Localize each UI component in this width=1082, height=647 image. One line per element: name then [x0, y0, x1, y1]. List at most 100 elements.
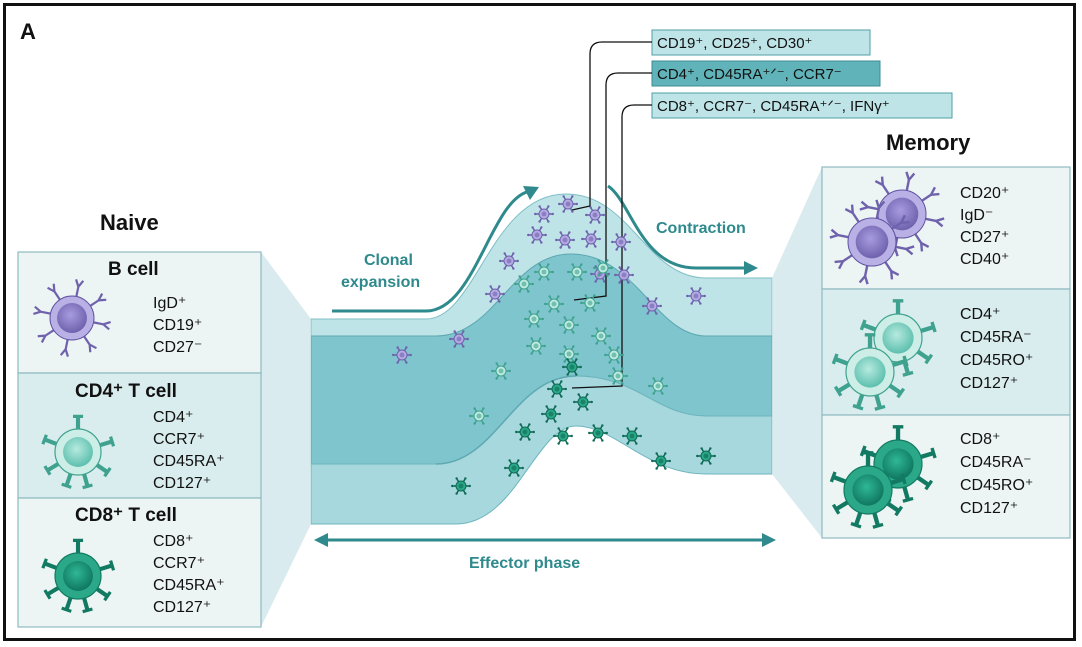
effector-marker-boxes: CD19⁺, CD25⁺, CD30⁺ CD4⁺, CD45RA⁺ᐟ⁻, CCR… — [651, 29, 953, 119]
marker-text: CD45RA⁻ — [960, 454, 1032, 471]
marker-text: CCR7⁺ — [153, 555, 205, 572]
marker-text: CD45RA⁺ — [153, 453, 225, 470]
marker-text: CD45RO⁺ — [960, 477, 1033, 494]
memory-b-cell-icon — [859, 171, 945, 257]
naive-b-markers: IgD⁺ CD19⁺ CD27⁻ — [153, 295, 202, 356]
effector-b-cell-icon — [558, 195, 578, 213]
effector-cd8-cell-icon — [541, 405, 561, 423]
effector-cd4-cell-icon — [580, 294, 600, 312]
effector-cd4-cell-icon — [544, 295, 564, 313]
effector-cd8-cell-icon — [562, 358, 582, 376]
memory-cd4-markers: CD4⁺ CD45RA⁻ CD45RO⁺ CD127⁺ — [960, 306, 1033, 392]
effector-b-cell-icon — [555, 231, 575, 249]
marker-text: CD40⁺ — [960, 251, 1009, 268]
cells-layer — [33, 171, 945, 614]
memory-cd4-cell-icon — [831, 333, 909, 411]
marker-text: CD4⁺ — [153, 409, 193, 426]
effector-cd4-cell-icon — [469, 407, 489, 425]
memory-cd8-cell-icon — [829, 451, 907, 529]
naive-cd8-markers: CD8⁺ CCR7⁺ CD45RA⁺ CD127⁺ — [153, 533, 225, 616]
effector-cd4-cell-icon — [608, 367, 628, 385]
effector-cd4-cell-icon — [514, 275, 534, 293]
effector-b-cell-icon — [485, 285, 505, 303]
effector-b-cell-icon — [585, 206, 605, 224]
marker-text: CD8⁺ — [153, 533, 193, 550]
effector-cd8-cell-icon — [515, 423, 535, 441]
marker-text: CD45RA⁺ — [153, 577, 225, 594]
effector-cd8-cell-icon — [451, 477, 471, 495]
marker-text: CD127⁺ — [960, 375, 1018, 392]
marker-text: CD27⁻ — [153, 339, 202, 356]
naive-cd4-cell-icon — [41, 414, 116, 490]
marker-text: CCR7⁺ — [153, 431, 205, 448]
marker-text: CD127⁺ — [153, 475, 211, 492]
clonal-label-line2: expansion — [341, 274, 420, 291]
phase-arrows — [314, 184, 776, 547]
effector-cd8-cell-icon — [696, 447, 716, 465]
marker-text: CD19⁺ — [153, 317, 202, 334]
contraction-arrow — [607, 184, 746, 270]
effector-cd4-cell-icon — [591, 327, 611, 345]
memory-b-cell-icon — [829, 199, 915, 285]
immune-response-diagram: A Naive Memory B cell CD4⁺ T cell CD8⁺ T… — [17, 19, 1071, 628]
effector-cd4-markers: CD4⁺, CD45RA⁺ᐟ⁻, CCR7⁻ — [657, 66, 842, 83]
contraction-label: Contraction — [656, 220, 746, 237]
clonal-label-line1: Clonal — [364, 252, 413, 269]
memory-title: Memory — [886, 130, 971, 155]
effector-cd4-cell-icon — [524, 310, 544, 328]
marker-text: CD8⁺ — [960, 431, 1000, 448]
naive-cd8-cell-name: CD8⁺ T cell — [75, 505, 177, 526]
effector-cd8-markers: CD8⁺, CCR7⁻, CD45RA⁺ᐟ⁻, IFNγ⁺ — [657, 98, 890, 115]
effector-b-cell-icon — [611, 233, 631, 251]
figure-frame: A Naive Memory B cell CD4⁺ T cell CD8⁺ T… — [3, 3, 1076, 641]
naive-title: Naive — [100, 210, 159, 235]
marker-text: IgD⁺ — [153, 295, 186, 312]
effector-cd8-cell-icon — [504, 459, 524, 477]
effector-cd4-cell-icon — [491, 362, 511, 380]
naive-b-cell-icon — [33, 279, 111, 357]
effector-b-cell-icon — [499, 252, 519, 270]
effector-cd4-cell-icon — [604, 346, 624, 364]
effector-cd4-cell-icon — [534, 263, 554, 281]
panel-label: A — [20, 19, 36, 44]
naive-panel — [17, 251, 311, 628]
effector-cd4-cell-icon — [593, 259, 613, 277]
effector-cd8-cell-icon — [651, 452, 671, 470]
effector-b-cell-icon — [581, 230, 601, 248]
effector-cd4-cell-icon — [567, 263, 587, 281]
clonal-expansion-arrow — [332, 189, 532, 313]
marker-text: CD20⁺ — [960, 185, 1009, 202]
effector-cd8-cell-icon — [547, 380, 567, 398]
effector-phase-label: Effector phase — [469, 555, 580, 572]
effector-cd4-cell-icon — [526, 337, 546, 355]
marker-text: CD127⁺ — [153, 599, 211, 616]
effector-cd4-cell-icon — [559, 345, 579, 363]
effector-cd8-cell-icon — [573, 393, 593, 411]
effector-b-cell-icon — [686, 287, 706, 305]
naive-cd8-cell-icon — [41, 538, 116, 614]
marker-text: CD45RO⁺ — [960, 352, 1033, 369]
memory-b-markers: CD20⁺ IgD⁻ CD27⁺ CD40⁺ — [960, 185, 1009, 268]
effector-cd4-cell-icon — [559, 316, 579, 334]
naive-b-cell-name: B cell — [108, 259, 159, 280]
marker-text: CD27⁺ — [960, 229, 1009, 246]
naive-cd4-markers: CD4⁺ CCR7⁺ CD45RA⁺ CD127⁺ — [153, 409, 225, 492]
memory-cd8-markers: CD8⁺ CD45RA⁻ CD45RO⁺ CD127⁺ — [960, 431, 1033, 517]
effector-b-cell-icon — [527, 226, 547, 244]
effector-cd8-cell-icon — [588, 424, 608, 442]
effector-b-cell-icon — [392, 346, 412, 364]
effector-b-markers: CD19⁺, CD25⁺, CD30⁺ — [657, 35, 812, 52]
effector-b-cell-icon — [449, 330, 469, 348]
effector-b-cell-icon — [614, 266, 634, 284]
effector-cd8-cell-icon — [553, 427, 573, 445]
effector-cd8-cell-icon — [622, 427, 642, 445]
memory-cd4-cell-icon — [859, 299, 937, 377]
effector-cd4-cell-icon — [648, 377, 668, 395]
marker-text: CD45RA⁻ — [960, 329, 1032, 346]
marker-text: CD127⁺ — [960, 500, 1018, 517]
effector-b-cell-icon — [642, 297, 662, 315]
marker-leader-lines — [571, 41, 652, 389]
marker-text: CD4⁺ — [960, 306, 1000, 323]
naive-cd4-cell-name: CD4⁺ T cell — [75, 381, 177, 402]
marker-text: IgD⁻ — [960, 207, 993, 224]
